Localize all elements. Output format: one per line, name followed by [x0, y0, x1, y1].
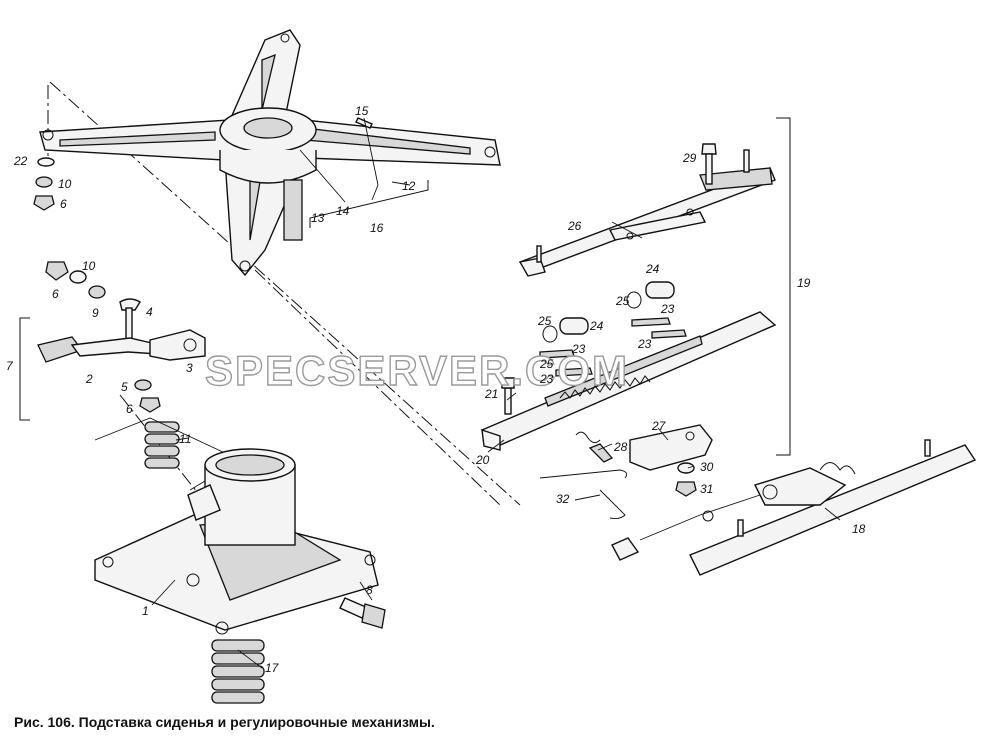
label-28: 28: [613, 440, 628, 454]
seat-slide-part-18: [611, 439, 977, 576]
figure-caption: Рис. 106. Подставка сиденья и регулирово…: [14, 714, 435, 730]
label-17: 17: [265, 661, 280, 675]
upper-rail-part-26: [518, 149, 776, 277]
watermark-text: SPECSERVER.COM: [205, 347, 629, 394]
bolt-part-8: [339, 597, 386, 629]
pedal-lever-assembly: [19, 261, 206, 421]
bolt-part-29: [701, 143, 717, 185]
label-13: 13: [311, 211, 325, 225]
label-10-top: 10: [58, 177, 72, 191]
label-1: 1: [142, 604, 149, 618]
cross-base-part-12: [39, 29, 501, 277]
washers-22-10-nut-6: [33, 157, 55, 211]
leader-lines: [151, 117, 841, 669]
label-2: 2: [85, 372, 93, 386]
label-22: 22: [13, 154, 28, 168]
spring-part-11: [94, 417, 241, 491]
label-31: 31: [700, 482, 713, 496]
label-14: 14: [336, 204, 350, 218]
label-25-a: 25: [615, 294, 630, 308]
label-32: 32: [556, 492, 570, 506]
group-brackets: [309, 117, 791, 456]
label-16: 16: [370, 221, 384, 235]
label-11: 11: [179, 432, 191, 446]
label-15: 15: [355, 104, 369, 118]
label-19: 19: [797, 276, 811, 290]
label-25-b: 25: [537, 314, 552, 328]
label-21: 21: [484, 387, 498, 401]
label-25-c: 25: [539, 357, 554, 371]
label-29: 29: [682, 151, 697, 165]
part-labels: 1 2 3 4 5 6 6 6 7 8 9 10 10 11 12 13 14 …: [6, 104, 866, 675]
label-24-a: 24: [645, 262, 660, 276]
label-23-a: 23: [660, 302, 675, 316]
control-rod-part-32: [539, 469, 628, 520]
latch-plate-27-spring-28: [575, 424, 713, 497]
toothed-rail-part-20: [480, 311, 777, 451]
label-4: 4: [146, 305, 153, 319]
label-6-top: 6: [60, 197, 67, 211]
rollers-bushings-23-24-25: [539, 281, 687, 377]
base-plate-part-1: [94, 448, 379, 635]
label-27: 27: [651, 419, 667, 433]
label-6-lower: 6: [126, 402, 133, 416]
spring-part-17: [211, 639, 265, 704]
label-30: 30: [700, 460, 714, 474]
label-23-b: 23: [637, 337, 652, 351]
label-12: 12: [402, 179, 416, 193]
label-18: 18: [852, 522, 866, 536]
label-7: 7: [6, 359, 14, 373]
label-5: 5: [121, 380, 128, 394]
label-26: 26: [567, 219, 582, 233]
label-9: 9: [92, 306, 99, 320]
label-23-c: 23: [571, 342, 586, 356]
label-8: 8: [366, 583, 373, 597]
label-6-lever: 6: [52, 287, 59, 301]
label-3: 3: [186, 361, 193, 375]
label-24-b: 24: [589, 319, 604, 333]
label-23-d: 23: [539, 372, 554, 386]
label-20: 20: [475, 453, 490, 467]
label-10-lever: 10: [82, 259, 96, 273]
